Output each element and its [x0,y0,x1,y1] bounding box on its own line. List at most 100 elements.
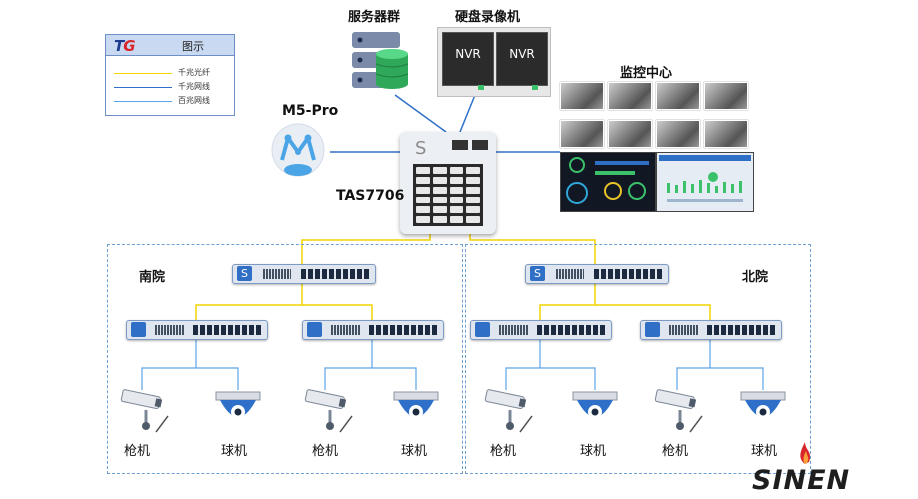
dashboard-graphic [566,157,649,204]
wire-south-cam1 [141,340,197,390]
legend-item-fast: 百兆网线 [114,95,232,107]
switch-port-block [707,325,775,335]
zone-north [465,244,811,474]
nvr-unit-1-label: NVR [455,47,481,61]
core-sfp-port [452,140,468,150]
core-switch-tas7706: S [400,132,496,234]
camera-thumbnail-wall [560,82,752,148]
legend-title: 图示 [182,40,204,53]
switch-port-block [331,325,361,335]
legend-swatch-gigabit [114,87,172,88]
nvr-rack: NVR NVR [437,27,551,97]
camera-label: 枪机 [490,444,517,459]
brand-logo: SINEN [752,465,851,496]
server-stack-icon [352,32,409,89]
wire-north-cam2 [540,367,596,390]
campus-south-label: 南院 [139,270,166,285]
core-switch-logo: S [415,138,427,159]
dashboard-screen-1 [560,152,656,212]
legend: TG 图示 千兆光纤 千兆网线 百兆网线 [105,34,235,116]
north-access-switch-2 [640,320,782,340]
dome-camera-icon [393,391,439,419]
flame-logo-icon [800,442,811,464]
nvr-led-1 [478,85,484,90]
wire-south-cam3 [324,340,373,390]
nvr-unit-1: NVR [442,32,494,86]
wire-south-cam4 [372,367,417,390]
nvr-group-label: 硬盘录像机 [455,10,521,25]
camera-label: 枪机 [124,444,151,459]
bullet-camera-icon [120,389,169,433]
dashboard-screen-2 [656,152,754,212]
legend-header: TG 图示 [106,35,234,56]
camera-thumbnail [704,120,748,148]
wire-south-cam2 [196,367,239,390]
camera-label: 球机 [751,444,778,459]
wire-south-agg2 [302,304,373,320]
campus-north-label: 北院 [742,270,769,285]
camera-label: 枪机 [312,444,339,459]
nvr-unit-2-label: NVR [509,47,535,61]
switch-port-block [594,269,662,279]
switch-logo: S [530,266,545,281]
shield-icon [131,322,146,337]
bullet-camera-icon [484,389,533,433]
camera-thumbnail [656,120,700,148]
dome-camera-icon [572,391,618,419]
camera-label: 球机 [401,444,428,459]
legend-swatch-fast [114,101,172,102]
wire-north-cam3 [676,340,711,390]
camera-label: 球机 [580,444,607,459]
south-distribution-switch: S [232,264,376,284]
legend-logo: TG [114,37,136,55]
wire-fiber-south [301,234,431,264]
north-access-switch-1 [470,320,612,340]
wire-north-cam1 [505,340,541,390]
core-sfp-port [472,140,488,150]
m5pro-label: M5-Pro [282,103,339,119]
server-group-label: 服务器群 [348,10,401,25]
nvr-unit-2: NVR [496,32,548,86]
switch-port-block [499,325,529,335]
legend-item-gigabit: 千兆网线 [114,81,232,93]
nvr-led-2 [532,85,538,90]
dome-camera-icon [215,391,261,419]
camera-thumbnail [560,120,604,148]
switch-port-block [193,325,261,335]
legend-item-fiber: 千兆光纤 [114,67,232,79]
dome-camera-icon [740,391,786,419]
wire-core-server [394,94,447,133]
switch-logo: S [237,266,252,281]
legend-label-fiber: 千兆光纤 [178,68,210,77]
camera-thumbnail [608,120,652,148]
m5pro-cloud-icon [271,123,325,177]
shield-icon [645,322,660,337]
shield-icon [307,322,322,337]
south-access-switch-1 [126,320,268,340]
core-switch-label: TAS7706 [336,188,405,204]
wire-south-agg [195,284,303,320]
north-distribution-switch: S [525,264,669,284]
switch-port-block [263,269,291,279]
legend-label-gigabit: 千兆网线 [178,82,210,91]
wire-north-cam4 [710,367,764,390]
switch-port-block [369,325,437,335]
wire-fiber-north [469,234,596,264]
zone-south [107,244,463,474]
core-line-cards [413,164,483,226]
wire-north-agg2 [595,304,711,320]
switch-port-block [556,269,584,279]
switch-port-block [155,325,185,335]
switch-port-block [537,325,605,335]
south-access-switch-2 [302,320,444,340]
dashboard-graphic [659,155,751,202]
legend-label-fast: 百兆网线 [178,96,210,105]
wire-core-nvr [459,94,476,133]
camera-thumbnail [656,82,700,110]
camera-thumbnail [704,82,748,110]
switch-port-block [301,269,369,279]
camera-thumbnail [608,82,652,110]
camera-label: 枪机 [662,444,689,459]
legend-swatch-fiber [114,73,172,74]
